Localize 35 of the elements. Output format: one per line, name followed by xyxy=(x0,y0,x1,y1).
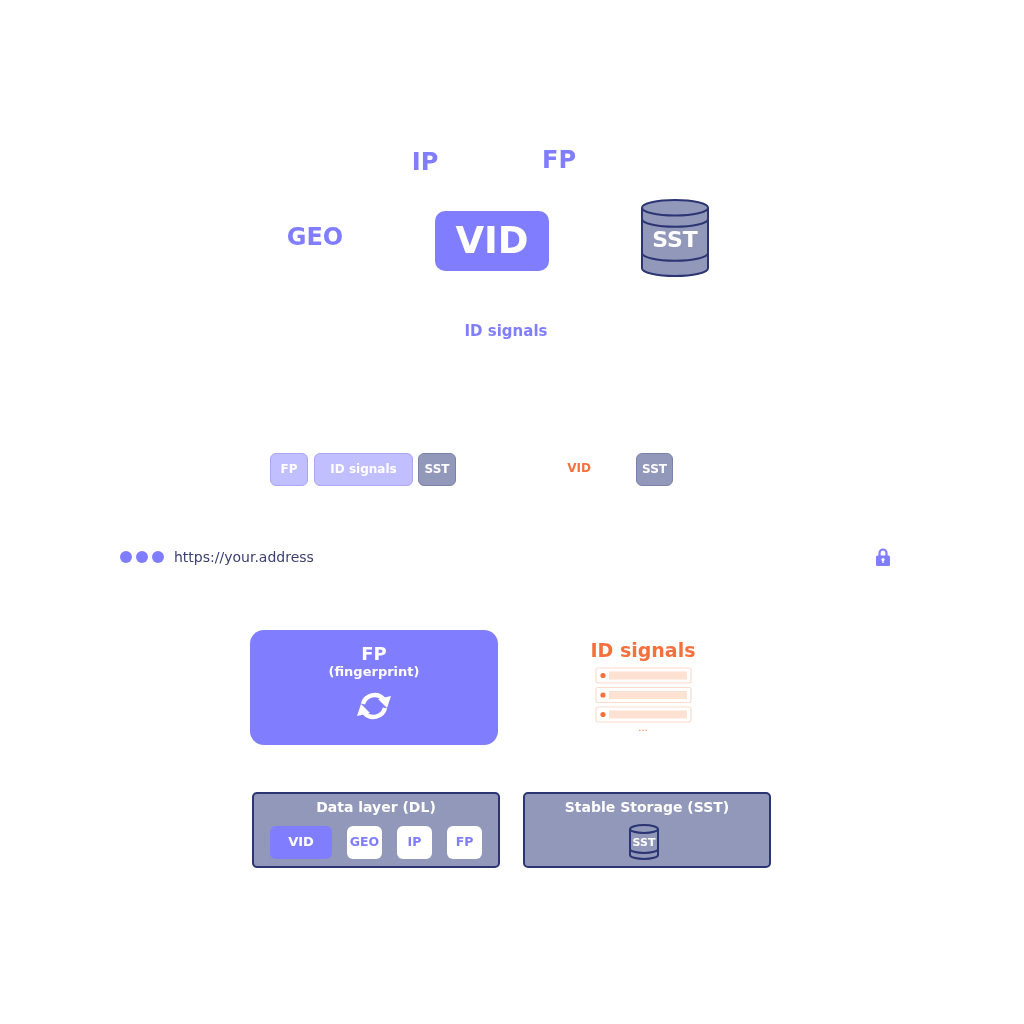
signal-label: FP xyxy=(542,147,576,175)
signal-tag xyxy=(447,826,482,859)
id-label: VID xyxy=(567,462,591,476)
signal-tag xyxy=(397,826,432,859)
signal-tag xyxy=(314,453,413,486)
signal-label: IP xyxy=(411,149,439,177)
database-label: SST xyxy=(652,229,698,251)
tag-label: IP xyxy=(407,835,422,850)
tag-label: VID xyxy=(288,835,314,850)
signal-tag xyxy=(347,826,382,859)
caption: ID signals xyxy=(464,323,548,341)
panel-title: Data layer (DL) xyxy=(316,799,436,816)
tag-label: FP xyxy=(455,835,474,850)
ellipsis: ... xyxy=(638,722,648,734)
id-tag xyxy=(270,826,332,859)
list-heading: ID signals xyxy=(590,640,696,662)
tag-label: GEO xyxy=(349,835,380,850)
id-box xyxy=(435,211,549,271)
tag-label: FP xyxy=(280,462,298,477)
box-label: VID xyxy=(455,219,529,263)
storage-tag xyxy=(418,453,456,486)
signal-label: GEO xyxy=(286,224,344,252)
tag-label: ID signals xyxy=(330,462,397,477)
fingerprint-card xyxy=(250,630,498,745)
storage-tag xyxy=(636,453,673,486)
layer-panel xyxy=(252,792,500,868)
tag-label: SST xyxy=(424,462,450,477)
tag-label: SST xyxy=(642,462,667,477)
card-title: FP xyxy=(361,644,387,665)
database-label: SST xyxy=(632,836,656,848)
url-text: https://your.address xyxy=(174,548,314,566)
layer-panel xyxy=(523,792,771,868)
panel-title: Stable Storage (SST) xyxy=(564,799,730,816)
card-subtitle: (fingerprint) xyxy=(328,664,420,680)
signal-tag xyxy=(270,453,308,486)
